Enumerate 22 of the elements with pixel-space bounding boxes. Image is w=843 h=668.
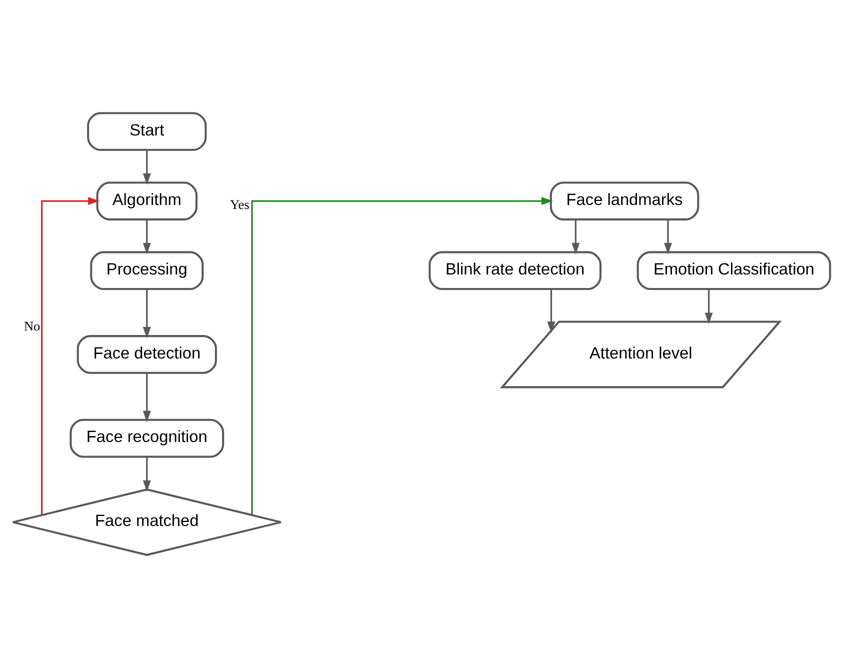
node-box: Algorithm: [96, 182, 198, 220]
node-diamond: Face matched: [12, 488, 282, 556]
arrow: [142, 289, 151, 338]
arrow: [142, 456, 151, 492]
edge-label: Yes: [230, 197, 250, 212]
arrow: [142, 150, 151, 185]
arrow: [251, 197, 553, 515]
node-box: Blink rate detection: [428, 251, 602, 290]
arrow: [664, 220, 672, 254]
arrow: [547, 289, 556, 333]
node-box: Start: [87, 112, 207, 151]
edge-label: No: [24, 318, 40, 334]
arrow: [41, 197, 100, 515]
arrow: [142, 220, 151, 254]
node-box: Face landmarks: [550, 182, 700, 220]
node-box: Face detection: [76, 335, 217, 374]
arrow: [142, 373, 151, 422]
node-box: Emotion Classification: [636, 251, 832, 290]
arrow: [704, 289, 713, 324]
node-box: Face recognition: [70, 418, 224, 458]
node-box: Processing: [90, 251, 204, 290]
arrow: [572, 220, 580, 254]
